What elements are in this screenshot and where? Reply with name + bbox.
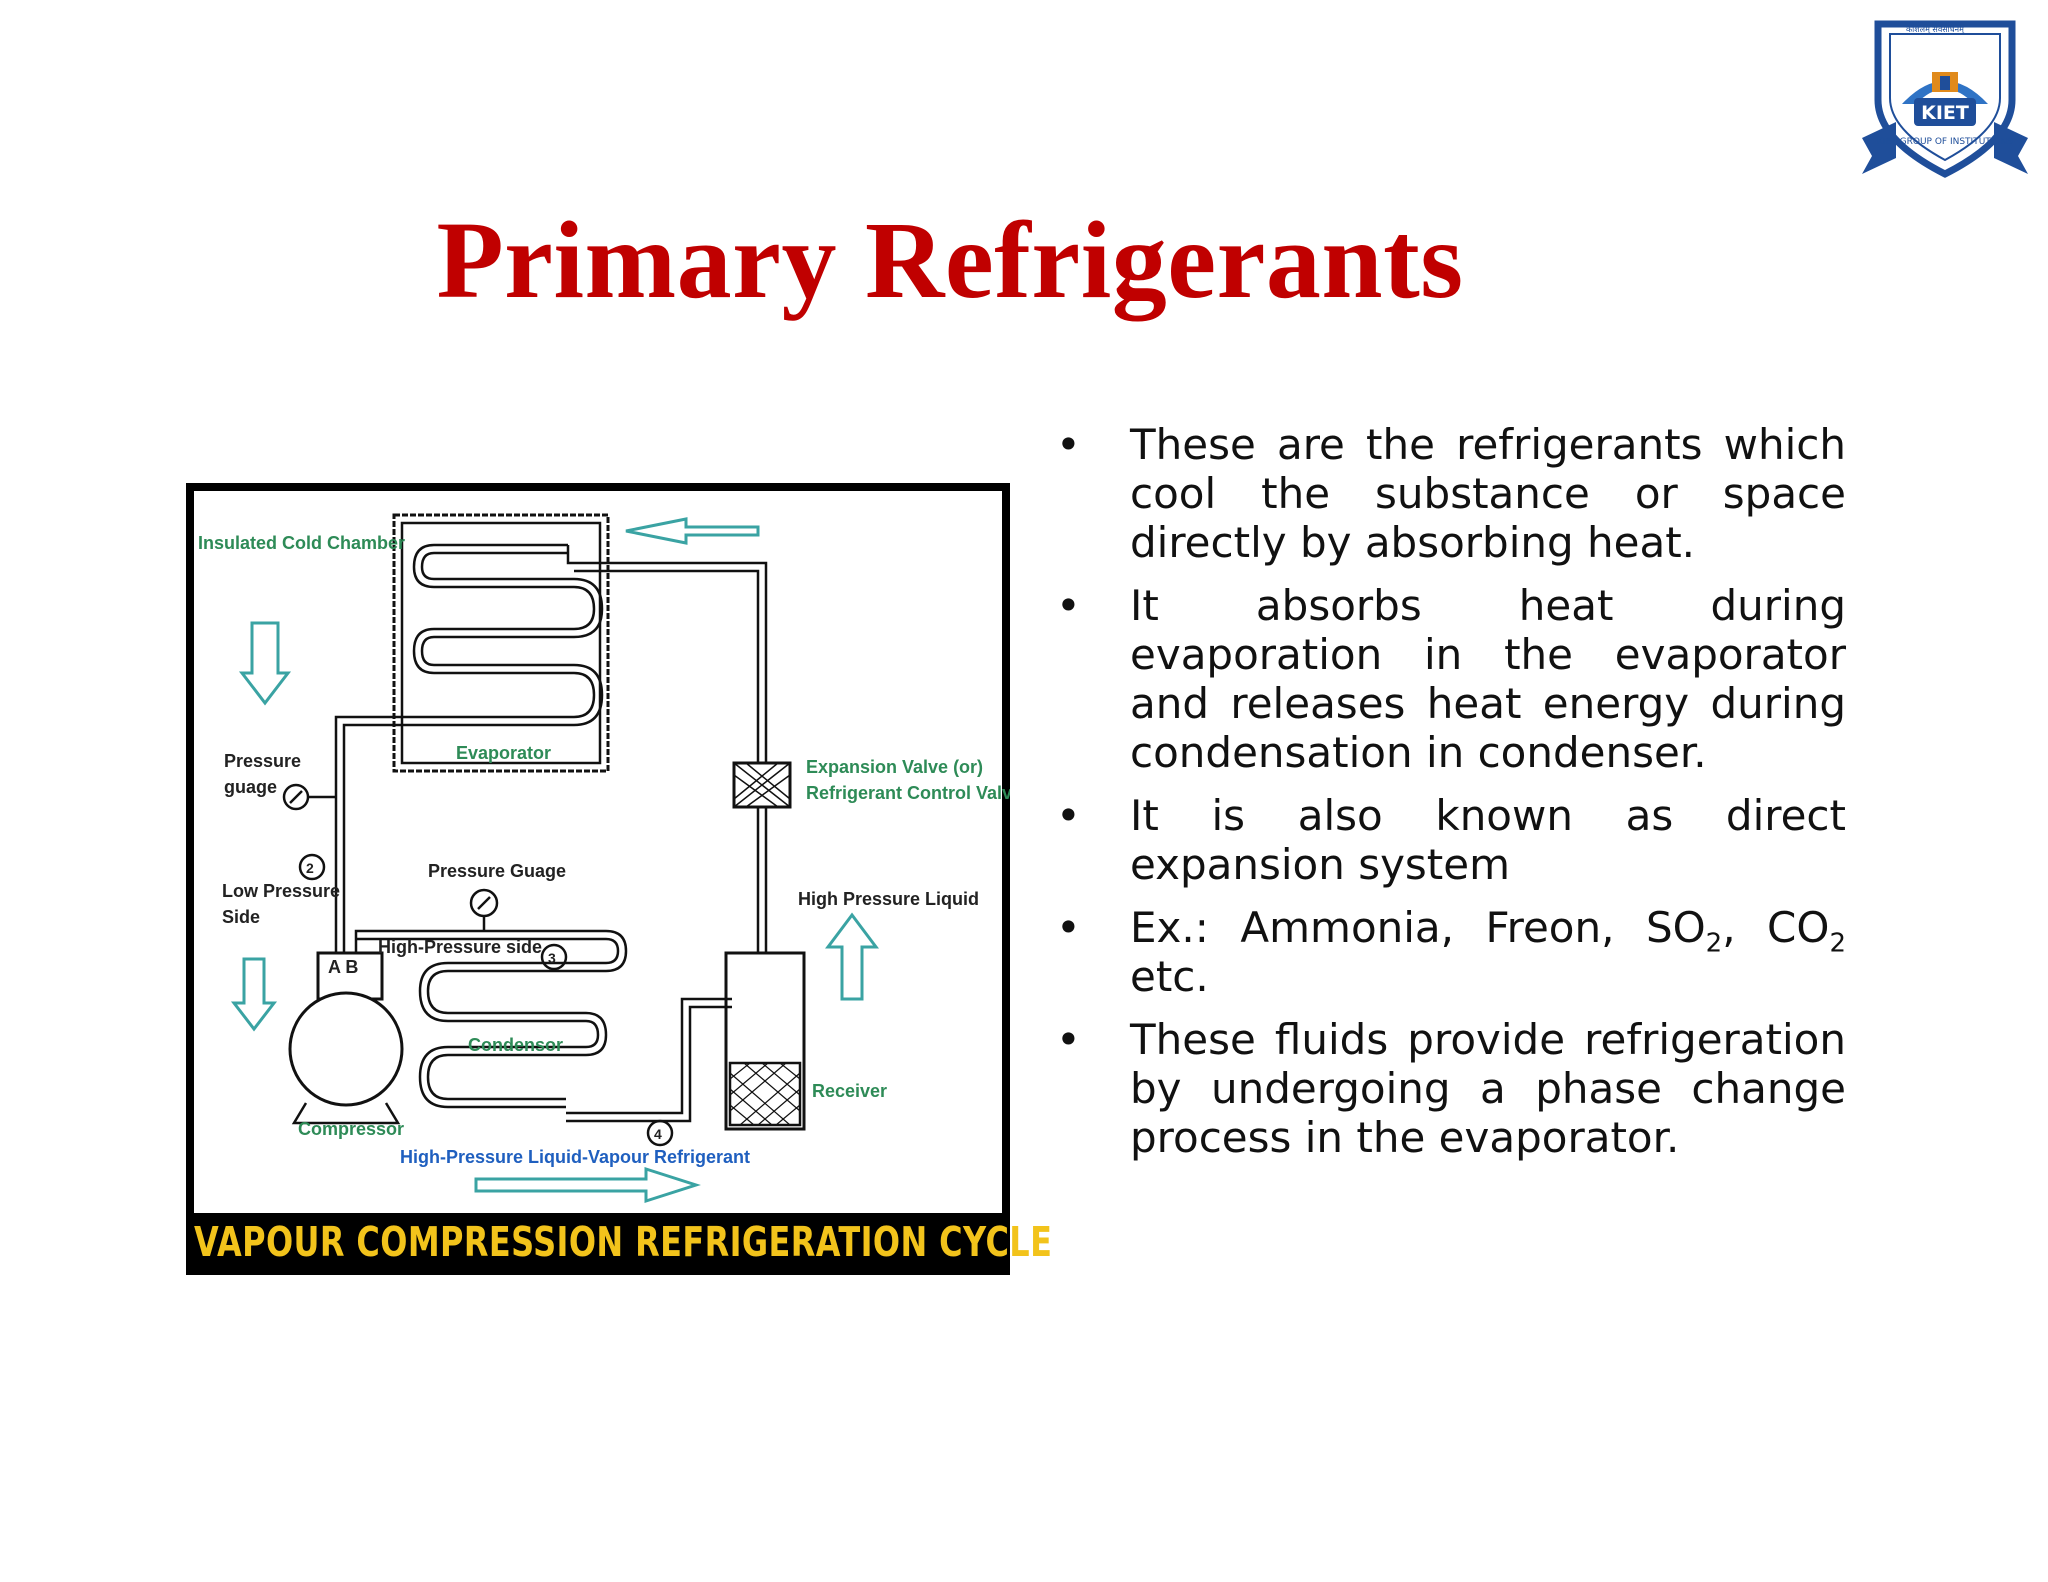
refrigeration-cycle-diagram: Insulated Cold Chamber Evaporator Expans… <box>186 483 1053 1275</box>
label-ab: A B <box>328 957 358 977</box>
label-expansion-valve: Expansion Valve (or) <box>806 757 983 777</box>
label-receiver: Receiver <box>812 1081 887 1101</box>
bullet-item: • It absorbs heat during evaporation in … <box>1056 581 1846 777</box>
label-low-pressure-2: Side <box>222 907 260 927</box>
slide-title-text: Primary Refrigerants <box>436 199 1464 321</box>
bullet-symbol: • <box>1056 1015 1081 1064</box>
bullet-text-prefix: Ex.: Ammonia, Freon, SO <box>1130 903 1706 952</box>
bullet-text: These fluids provide refrigeration by un… <box>1130 1015 1846 1162</box>
bullet-text: It absorbs heat during evaporation in th… <box>1130 581 1846 777</box>
diagram-caption: VAPOUR COMPRESSION REFRIGERATION CYCLE <box>194 1218 1053 1266</box>
subscript: 2 <box>1829 928 1846 959</box>
bullet-text-mid: , CO <box>1722 903 1830 952</box>
label-insulated-chamber: Insulated Cold Chamber <box>198 533 405 553</box>
bullet-item: • Ex.: Ammonia, Freon, SO2, CO2 etc. <box>1056 903 1846 1001</box>
label-high-pressure-side: High-Pressure side <box>378 937 542 957</box>
label-high-pressure-liquid: High Pressure Liquid <box>798 889 979 909</box>
bullet-symbol: • <box>1056 903 1081 952</box>
institution-logo: कौशलम् सर्वसाधनम् KIET KIET GROUP OF INS… <box>1856 18 2034 183</box>
label-condensor: Condensor <box>468 1035 563 1055</box>
bullet-item: • It is also known as direct expansion s… <box>1056 791 1846 889</box>
bullet-symbol: • <box>1056 581 1081 630</box>
logo-top-text: कौशलम् सर्वसाधनम् <box>1906 24 1966 35</box>
label-hp-liquid-vapour: High-Pressure Liquid-Vapour Refrigerant <box>400 1147 750 1167</box>
label-pressure-guage-left: Pressure <box>224 751 301 771</box>
label-num-4: 4 <box>654 1126 662 1142</box>
label-pressure-guage-left-2: guage <box>224 777 277 797</box>
label-low-pressure: Low Pressure <box>222 881 340 901</box>
label-num-2: 2 <box>306 860 314 876</box>
label-compressor: Compressor <box>298 1119 404 1139</box>
label-expansion-valve-2: Refrigerant Control Valve <box>806 783 1010 803</box>
bullet-symbol: • <box>1056 420 1081 469</box>
bullet-symbol: • <box>1056 791 1081 840</box>
bullet-text: It is also known as direct expansion sys… <box>1130 791 1846 889</box>
bullet-text-suffix: etc. <box>1130 952 1209 1001</box>
label-num-3: 3 <box>548 950 556 966</box>
logo-ring-text: KIET GROUP OF INSTITUTIONS <box>1877 137 2013 147</box>
bullet-text: These are the refrigerants which cool th… <box>1130 420 1846 567</box>
label-pressure-guage-mid: Pressure Guage <box>428 861 566 881</box>
logo-badge-text: KIET <box>1921 102 1969 124</box>
label-evaporator: Evaporator <box>456 743 551 763</box>
bullet-item: • These fluids provide refrigeration by … <box>1056 1015 1846 1162</box>
slide-title: Primary Refrigerants <box>0 205 1900 315</box>
bullet-list: • These are the refrigerants which cool … <box>1056 420 1846 1176</box>
subscript: 2 <box>1705 928 1723 959</box>
bullet-item: • These are the refrigerants which cool … <box>1056 420 1846 567</box>
